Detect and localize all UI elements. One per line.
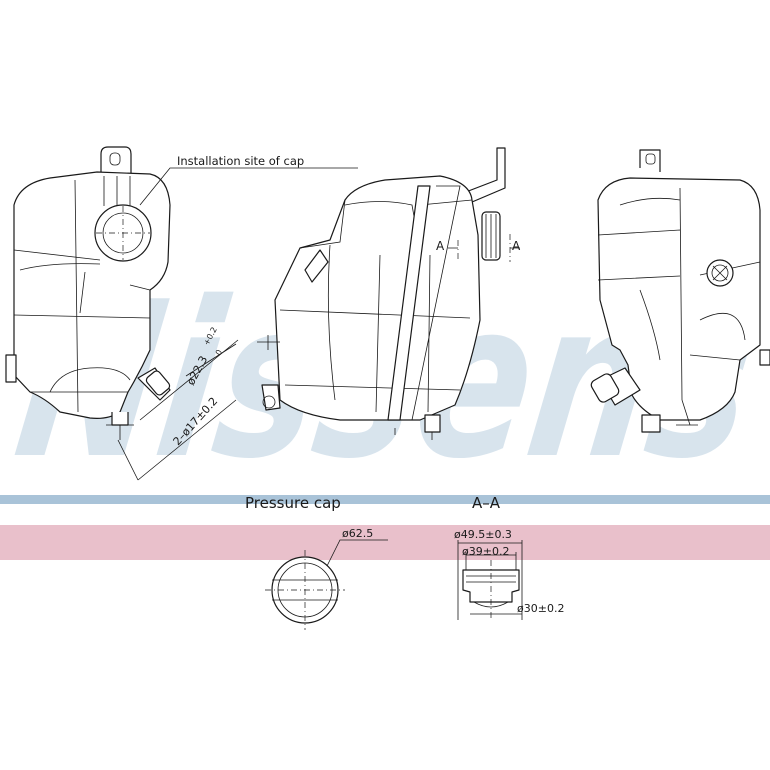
diam-22-3-tol-lower: 0 xyxy=(214,348,224,357)
pressure-cap-title: Pressure cap xyxy=(245,494,341,512)
section-mark-a-right: A xyxy=(512,239,521,253)
blue-band xyxy=(0,495,770,504)
diam-49-5-label: ø49.5±0.3 xyxy=(454,528,512,541)
section-mark-a-left: A xyxy=(436,239,445,253)
pressure-cap-view xyxy=(265,539,388,630)
leader-installation-site xyxy=(139,167,358,206)
tank-rear-view xyxy=(590,149,770,433)
installation-site-label: Installation site of cap xyxy=(177,154,304,168)
diam-62-5-label: ø62.5 xyxy=(342,527,373,540)
tank-front-view xyxy=(5,146,239,481)
diam-39-label: ø39±0.2 xyxy=(462,545,509,558)
tank-iso-view xyxy=(257,147,520,440)
section-aa-view xyxy=(457,540,523,620)
section-aa-title: A–A xyxy=(472,494,501,512)
pink-band xyxy=(0,525,770,560)
diam-30-label: ø30±0.2 xyxy=(517,602,564,615)
